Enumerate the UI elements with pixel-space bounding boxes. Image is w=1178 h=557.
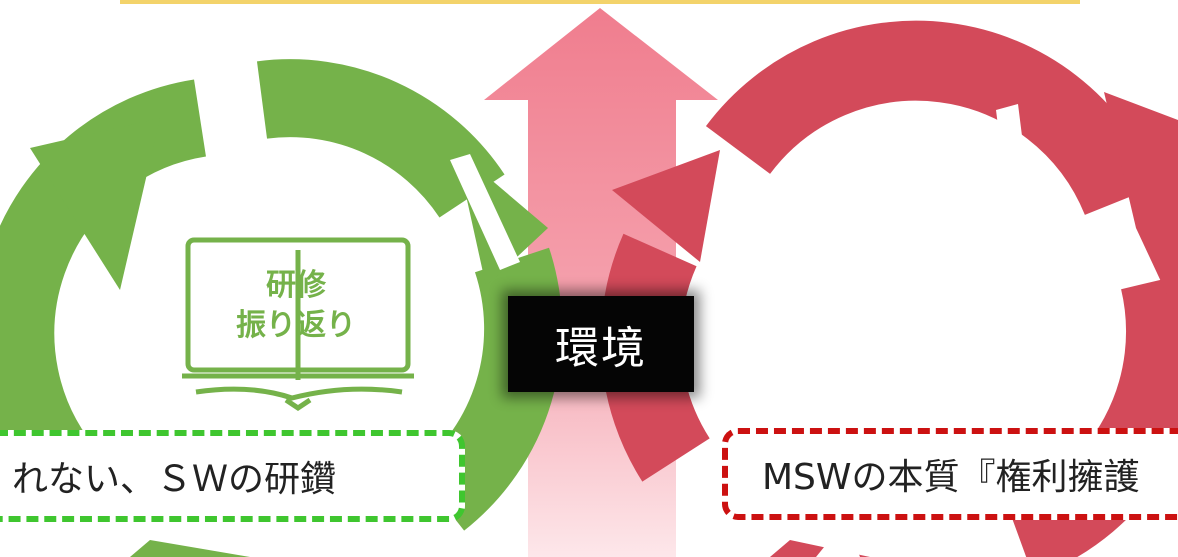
left-caption-text: れない、ＳＷの研鑽 (12, 459, 337, 500)
environment-label: 環境 (508, 296, 694, 392)
person-raising-fist-icon (793, 228, 1007, 423)
left-cycle-label: 研修 振り返り (202, 256, 390, 356)
left-cycle-label-line1: 研修 (266, 268, 326, 303)
open-book-icon (182, 237, 414, 412)
left-cycle-label-line2: 振り返り (236, 308, 356, 343)
right-caption-text: MSWの本質『権利擁護 (762, 457, 1140, 498)
right-caption-box: MSWの本質『権利擁護 (722, 428, 1178, 520)
left-caption-box: れない、ＳＷの研鑽 (0, 430, 465, 522)
top-border (120, 0, 1080, 4)
right-cycle-label: 実践 (828, 362, 901, 403)
